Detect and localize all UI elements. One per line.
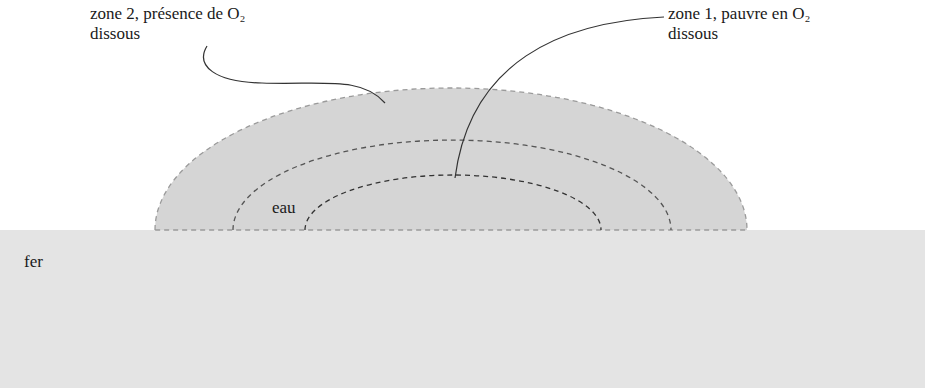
drop-shape	[155, 88, 747, 230]
drop-outline	[155, 88, 747, 230]
leader-line	[455, 17, 664, 178]
material-label: fer	[24, 252, 43, 272]
zone-boundary-arc	[305, 175, 601, 230]
water-drop: eau	[155, 88, 747, 230]
zone-callout: zone 1, pauvre en O₂ dissous	[668, 4, 858, 45]
material-label: eau	[272, 198, 296, 218]
iron-block: fer	[0, 230, 925, 388]
zone-callout: zone 2, présence de O₂ dissous	[90, 4, 280, 45]
leader-line	[204, 46, 385, 103]
zone-boundary-arc	[233, 140, 671, 230]
